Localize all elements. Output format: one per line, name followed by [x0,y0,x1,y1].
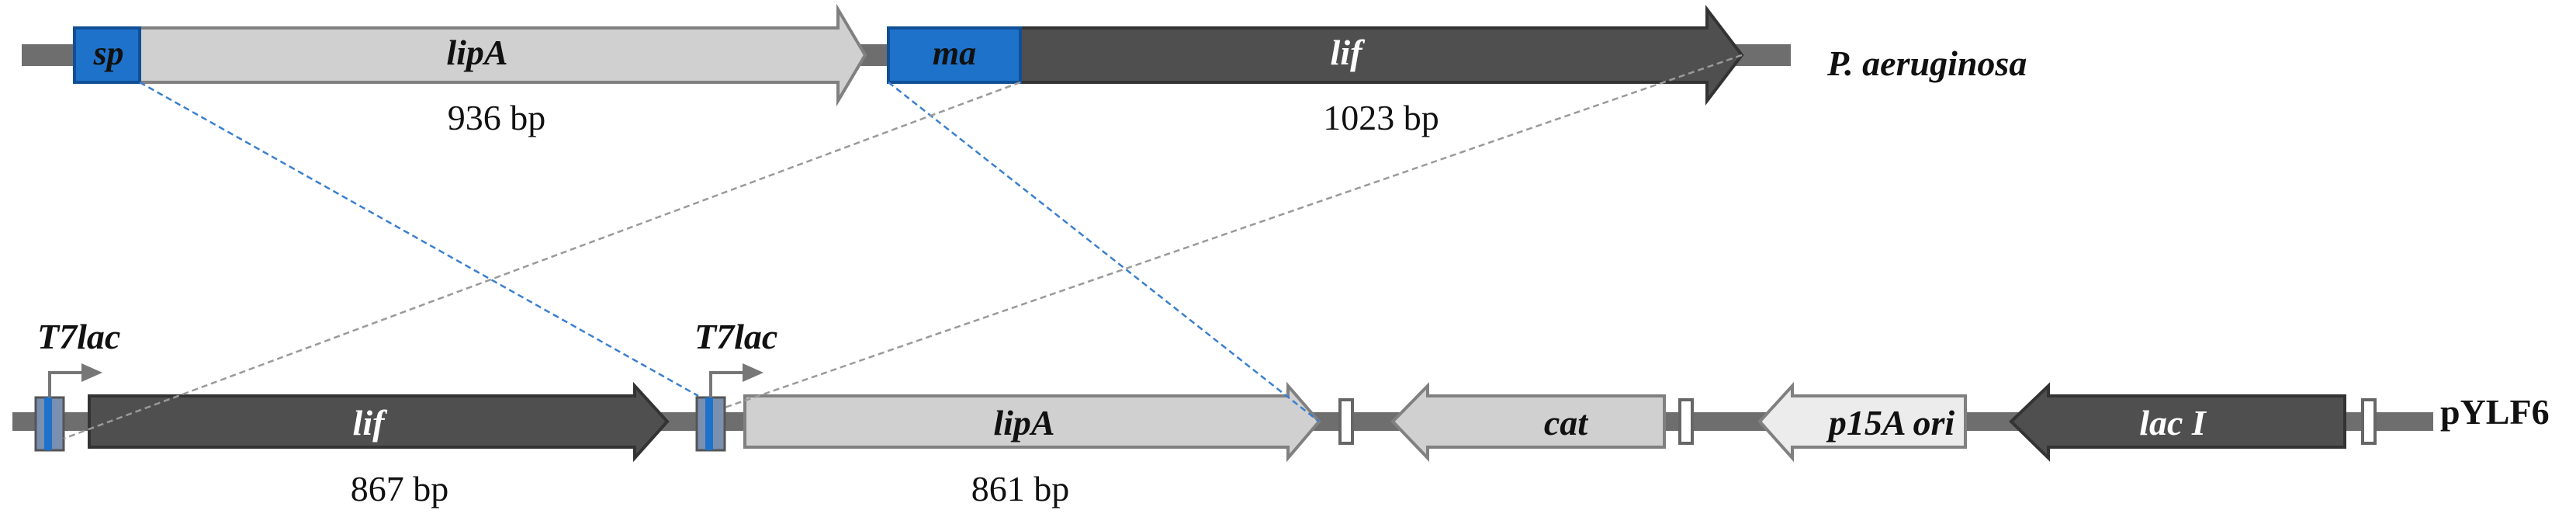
top-lipA-size: 936 bp [448,98,546,137]
top-lif-size: 1023 bp [1323,98,1439,137]
top-sp-box [73,26,141,84]
top-lif-arrow [887,5,1744,106]
lif-start-link [63,81,1021,440]
top-sp-label: sp [92,34,123,72]
top-ma-box [887,26,1022,84]
top-lif-label: lif [1331,33,1366,72]
promoter1-arrow-head [81,363,102,382]
top-ma-label: ma [933,34,976,72]
organism-label: P. aeruginosa [1826,43,2027,83]
cat-label: cat [1544,403,1588,442]
promoter2-arrow-head [743,363,763,382]
promoter2-label: T7lac [694,317,777,356]
plasmid-label: pYLF6 [2440,392,2550,432]
lacI-arrow [2009,382,2346,462]
terminator-2 [1678,398,1694,445]
plasmid-lipA-size: 861 bp [971,469,1070,508]
ori-label: p15A ori [1826,403,1955,442]
promoter1-label: T7lac [37,317,120,356]
lacI-label: lac I [2139,403,2207,442]
terminator-3 [2361,398,2377,445]
plasmid-lif-arrow [88,381,670,463]
top-lipA-arrow [138,3,867,107]
top-lipA-label: lipA [446,33,507,72]
promoter2-arrow-stem [709,371,743,397]
cat-arrow [1390,382,1666,462]
lipA-start-link [139,81,699,397]
plasmid-lipA-label: lipA [993,403,1054,442]
promoter1-arrow-stem [48,371,81,397]
promoter1-stripe [44,397,52,450]
lipA-end-link [888,82,1320,422]
promoter2-stripe [705,397,713,450]
terminator-1 [1338,398,1354,445]
ori-arrow [1757,381,1967,463]
plasmid-lipA-arrow [743,381,1321,463]
plasmid-lif-label: lif [353,403,389,442]
lif-end-link [724,54,1743,409]
plasmid-lif-size: 867 bp [351,469,449,508]
